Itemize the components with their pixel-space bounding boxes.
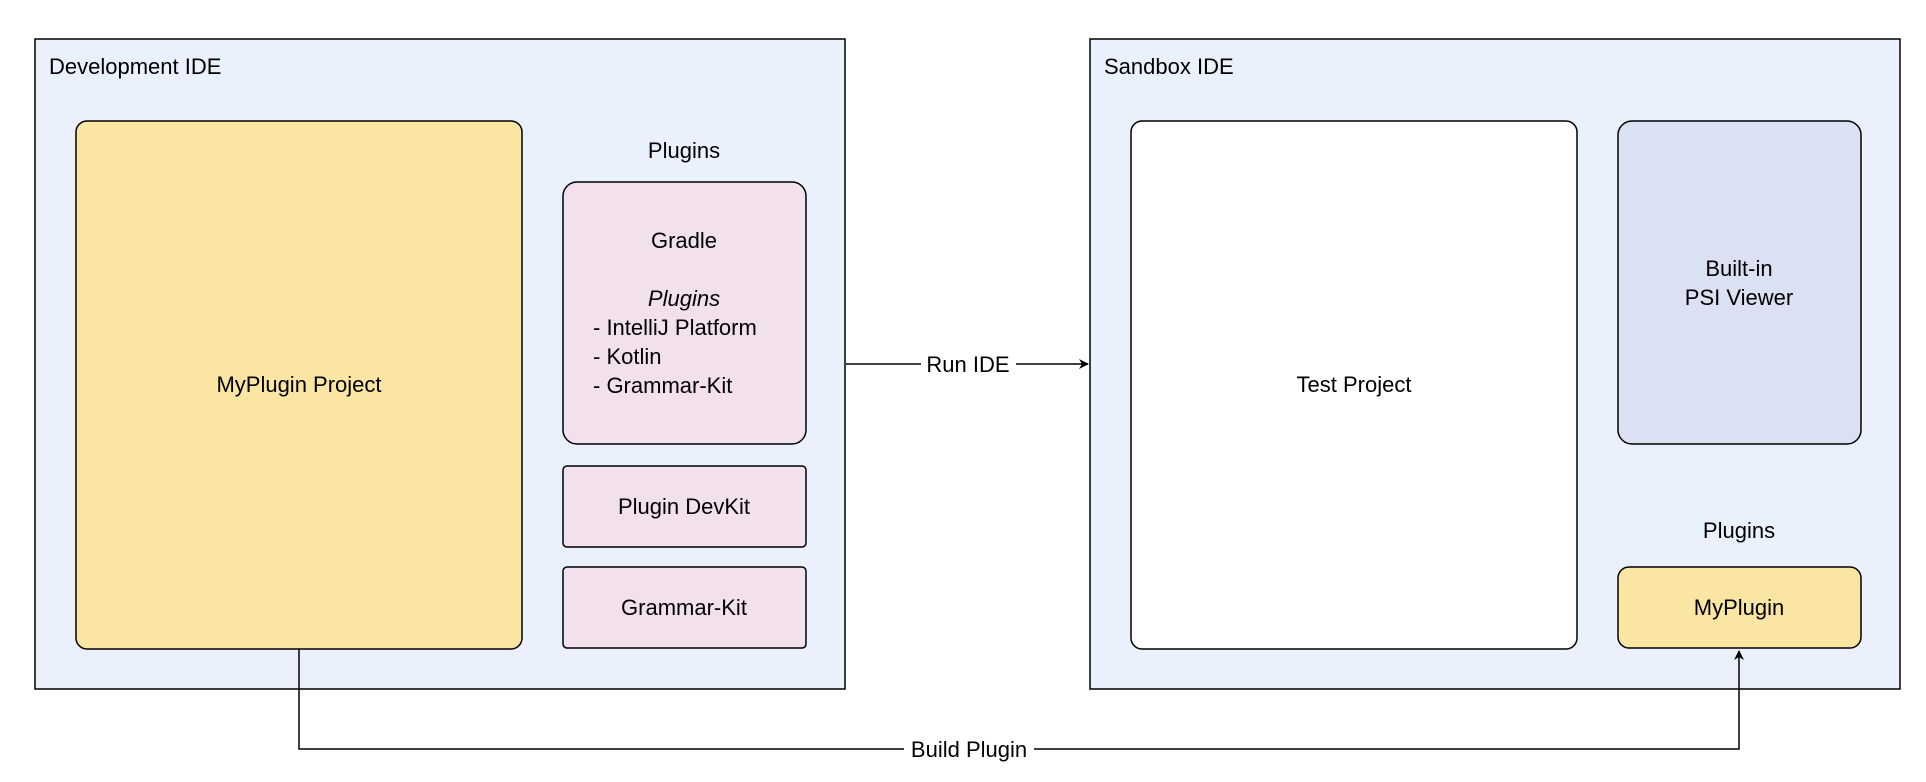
plugin-devkit-label: Plugin DevKit [618, 494, 750, 519]
sandbox-ide-title: Sandbox IDE [1104, 54, 1234, 79]
plugin-devkit-box: Plugin DevKit [562, 465, 807, 548]
grammar-kit-box: Grammar-Kit [562, 566, 807, 649]
build-plugin-label: Build Plugin [911, 737, 1027, 762]
gradle-title: Gradle [651, 228, 717, 253]
myplugin-box: MyPlugin [1617, 566, 1862, 649]
psi-viewer-box: Built-in PSI Viewer [1617, 120, 1862, 445]
gradle-plugins-subtitle: Plugins [648, 286, 720, 311]
build-plugin-edge: Build Plugin [298, 649, 1744, 762]
run-ide-edge: Run IDE [846, 352, 1089, 377]
gradle-plugin-item: - Kotlin [593, 344, 661, 369]
sandbox-plugins-heading: Plugins [1703, 518, 1775, 543]
grammar-kit-label: Grammar-Kit [621, 595, 747, 620]
gradle-plugin-item: - Grammar-Kit [593, 373, 732, 398]
psi-viewer-label-line: Built-in [1705, 256, 1772, 281]
gradle-box: Gradle Plugins - IntelliJ Platform - Kot… [562, 181, 807, 445]
myplugin-project-label: MyPlugin Project [216, 372, 381, 397]
psi-viewer-label-line: PSI Viewer [1685, 285, 1793, 310]
myplugin-label: MyPlugin [1694, 595, 1784, 620]
dev-plugins-heading: Plugins [648, 138, 720, 163]
test-project-box: Test Project [1130, 120, 1578, 650]
test-project-label: Test Project [1297, 372, 1412, 397]
development-ide-title: Development IDE [49, 54, 221, 79]
gradle-plugin-item: - IntelliJ Platform [593, 315, 757, 340]
run-ide-label: Run IDE [926, 352, 1009, 377]
myplugin-project-box: MyPlugin Project [75, 120, 523, 650]
